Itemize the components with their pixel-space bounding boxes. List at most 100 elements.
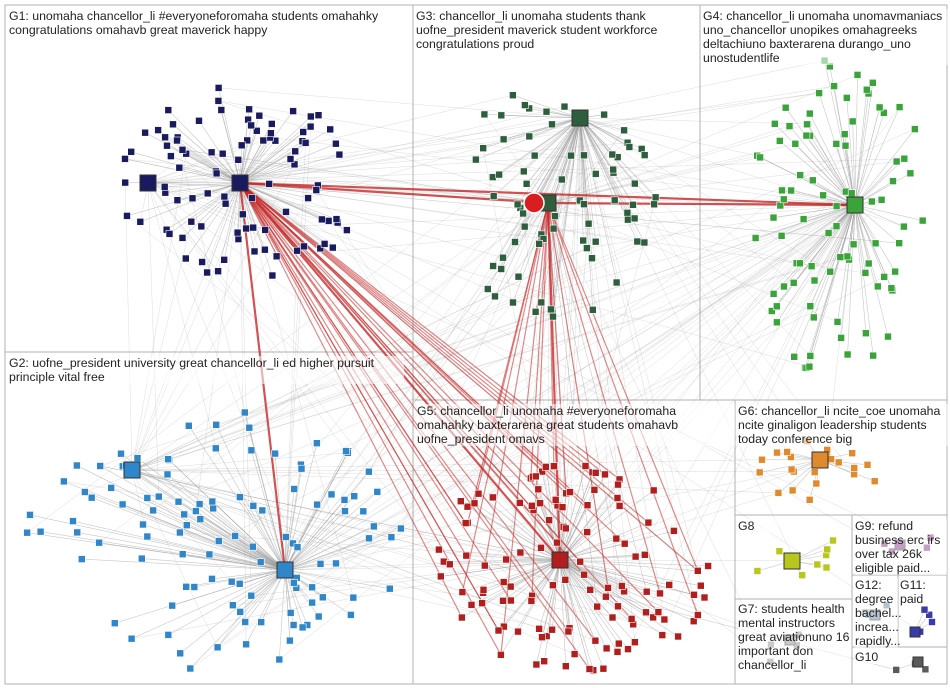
edge xyxy=(547,202,647,592)
edge xyxy=(579,117,645,156)
node xyxy=(286,609,295,617)
group-label-g2: G2: uofne_president university great cha… xyxy=(9,356,404,384)
node xyxy=(499,596,507,605)
node xyxy=(815,89,823,97)
edge xyxy=(547,183,635,204)
node xyxy=(561,575,570,584)
edge xyxy=(284,250,298,571)
node xyxy=(69,517,77,525)
node xyxy=(549,312,557,321)
edge xyxy=(559,559,663,636)
node xyxy=(751,234,760,242)
edge xyxy=(559,559,569,632)
edge xyxy=(279,569,286,660)
node xyxy=(806,352,815,360)
node xyxy=(173,196,182,204)
node xyxy=(629,201,637,209)
node xyxy=(467,601,476,609)
node xyxy=(612,278,621,287)
node xyxy=(834,458,843,467)
edge xyxy=(239,60,825,184)
edge xyxy=(579,117,803,576)
edge xyxy=(519,204,856,504)
node xyxy=(807,262,816,271)
node xyxy=(564,627,573,636)
node xyxy=(138,554,146,563)
node xyxy=(117,449,125,458)
node xyxy=(509,91,517,99)
edge xyxy=(552,117,581,317)
node xyxy=(324,217,333,225)
node xyxy=(630,179,639,188)
node xyxy=(275,655,284,664)
node xyxy=(527,501,536,510)
edge xyxy=(284,443,318,571)
edge xyxy=(239,182,645,243)
edge xyxy=(232,559,561,606)
edge xyxy=(579,117,635,219)
node xyxy=(781,103,790,112)
node xyxy=(693,566,702,575)
edge xyxy=(157,129,241,184)
edge xyxy=(131,469,533,477)
edge xyxy=(239,123,273,184)
node xyxy=(880,109,888,117)
node xyxy=(868,197,876,206)
node xyxy=(601,470,609,479)
node xyxy=(591,468,600,477)
node xyxy=(143,494,152,502)
node xyxy=(519,209,527,218)
node xyxy=(497,111,506,120)
node xyxy=(863,460,872,469)
node xyxy=(495,170,503,179)
edge xyxy=(368,117,581,472)
node xyxy=(696,581,705,590)
node xyxy=(549,224,558,233)
node xyxy=(895,103,904,111)
edge xyxy=(284,569,303,628)
edge xyxy=(482,559,561,594)
edge xyxy=(320,204,856,565)
edge xyxy=(167,474,286,571)
edge xyxy=(579,117,831,272)
node xyxy=(163,470,172,479)
node xyxy=(387,533,396,542)
node xyxy=(308,598,316,607)
node xyxy=(830,82,838,90)
edge xyxy=(773,204,856,218)
group-label-g6: G6: chancellor_li ncite_coe unomaha ncit… xyxy=(738,404,948,446)
node xyxy=(773,318,781,327)
node xyxy=(198,258,206,266)
edge xyxy=(543,559,561,662)
node xyxy=(160,183,169,191)
edge xyxy=(559,471,794,561)
node xyxy=(538,633,546,642)
edge xyxy=(547,202,625,592)
edge xyxy=(239,182,893,552)
node xyxy=(236,493,244,501)
node xyxy=(480,561,489,570)
node xyxy=(530,151,539,160)
edge xyxy=(547,202,625,592)
edge xyxy=(147,92,820,184)
edge xyxy=(284,302,514,571)
edge xyxy=(526,117,581,184)
edge xyxy=(176,140,286,571)
edge xyxy=(100,204,856,467)
edge xyxy=(503,117,581,140)
edge xyxy=(169,182,241,235)
edge xyxy=(854,106,900,206)
edge xyxy=(215,424,286,571)
edge xyxy=(147,182,544,240)
node xyxy=(586,585,595,594)
edge xyxy=(239,182,252,596)
node xyxy=(690,590,698,599)
edge xyxy=(316,189,561,561)
node xyxy=(178,550,187,559)
node xyxy=(497,265,506,273)
node xyxy=(836,253,845,261)
edge-strong xyxy=(239,182,581,563)
edge xyxy=(854,204,874,356)
node xyxy=(397,524,405,533)
